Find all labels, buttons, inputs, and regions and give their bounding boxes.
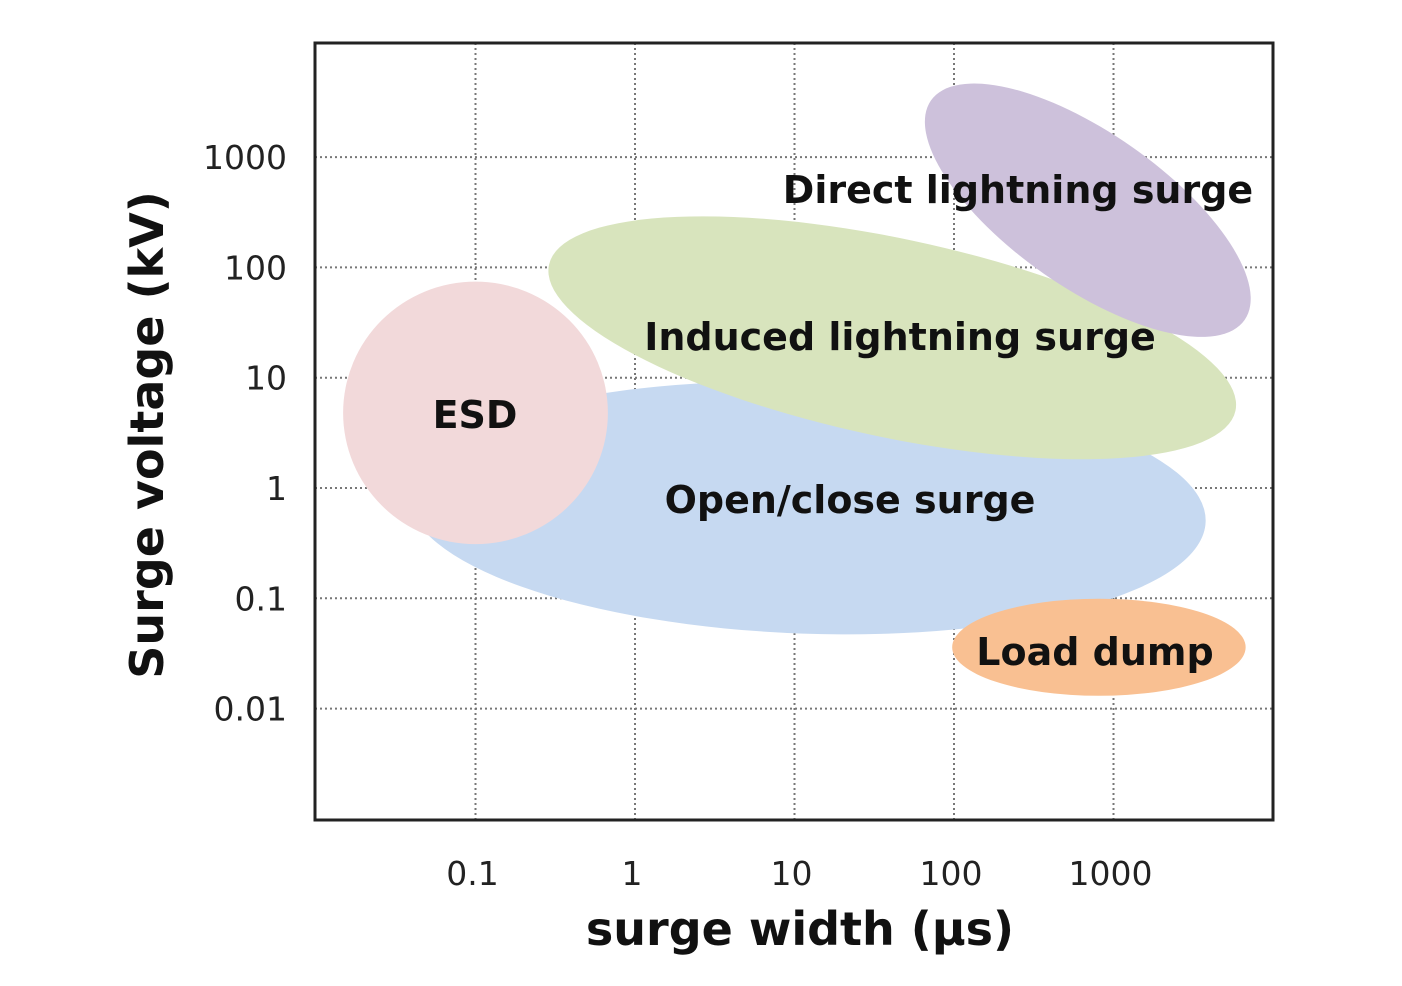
regions <box>343 83 1251 696</box>
y-tick-label: 0.01 <box>214 690 287 729</box>
region-direct-lightning-surge-label: Direct lightning surge <box>783 168 1253 212</box>
x-tick-label: 100 <box>920 854 983 893</box>
region-esd <box>343 281 608 545</box>
y-tick-label: 100 <box>224 248 287 287</box>
y-tick-label: 0.1 <box>235 579 287 618</box>
region-esd-label: ESD <box>433 393 518 437</box>
region-open-close-surge-label: Open/close surge <box>665 478 1036 522</box>
y-tick-label: 10 <box>245 359 287 398</box>
plot-frame <box>313 41 1275 822</box>
x-axis-title: surge width (μs) <box>586 902 1014 956</box>
y-tick-label: 1000 <box>203 138 287 177</box>
x-tick-label: 1 <box>622 854 643 893</box>
y-tick-label: 1 <box>266 469 287 508</box>
x-tick-label: 1000 <box>1069 854 1153 893</box>
region-direct-lightning-surge <box>924 83 1251 337</box>
region-induced-lightning-surge-label: Induced lightning surge <box>644 315 1156 359</box>
region-load-dump <box>952 598 1246 696</box>
y-axis-title: Surge voltage (kV) <box>120 191 174 678</box>
region-induced-lightning-surge <box>548 216 1237 460</box>
x-tick-label: 10 <box>771 854 813 893</box>
x-tick-label: 0.1 <box>446 854 498 893</box>
region-load-dump-label: Load dump <box>976 630 1213 674</box>
tick-labels: 0.1 1 10 100 1000 1000 100 10 1 0.1 0.01 <box>203 138 1152 893</box>
region-labels: Open/close surge ESD Induced lightning sur… <box>433 168 1254 674</box>
